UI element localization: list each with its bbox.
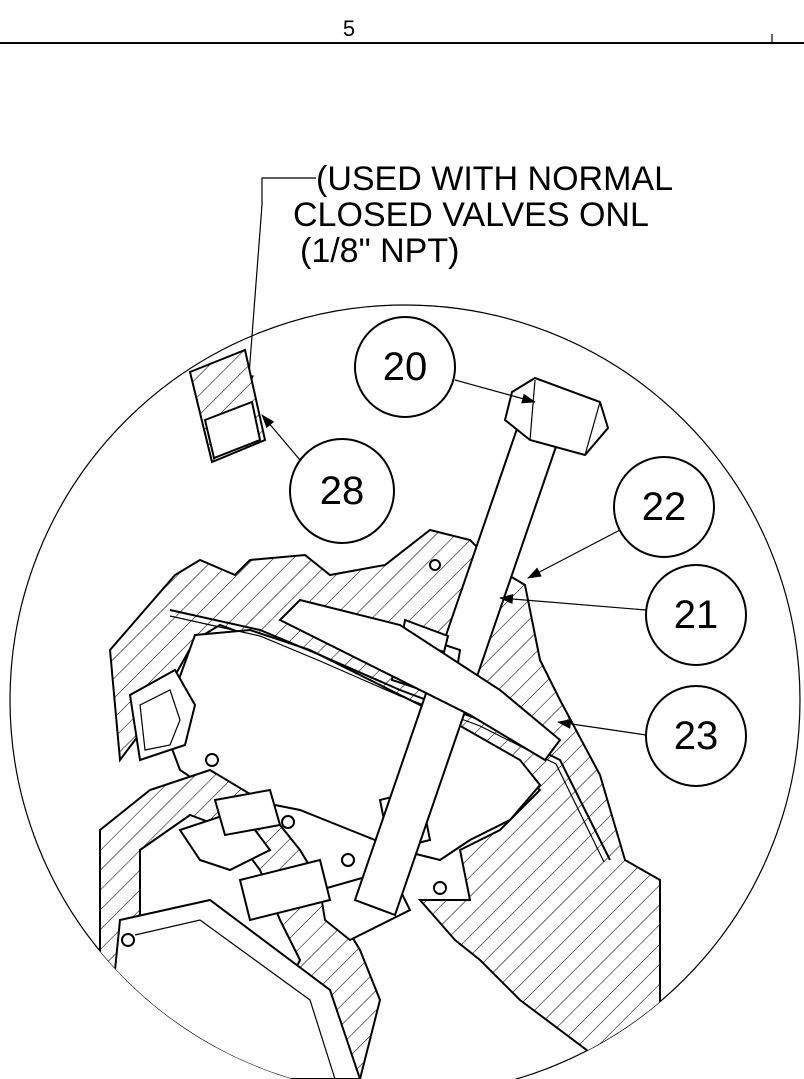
note-line-2: CLOSED VALVES ONL	[293, 196, 649, 234]
zone-number: 5	[343, 16, 355, 41]
pipe-plug-part-28	[188, 348, 267, 464]
callout-20: 20	[354, 316, 536, 418]
note-line-3: (1/8" NPT)	[300, 232, 459, 270]
callout-28-label: 28	[320, 469, 365, 513]
callout-23: 23	[557, 685, 747, 787]
plate-part-23	[278, 598, 562, 762]
detail-circle	[9, 304, 801, 1079]
callout-22-label: 22	[642, 485, 687, 529]
callout-23-label: 23	[674, 714, 719, 758]
note-text: (USED WITH NORMAL CLOSED VALVES ONL (1/8…	[293, 160, 673, 270]
valve-cross-section	[99, 528, 661, 1079]
note-line-1: (USED WITH NORMAL	[316, 160, 673, 198]
callout-20-label: 20	[383, 345, 428, 389]
note-leader-line	[244, 177, 316, 389]
callout-22: 22	[527, 456, 715, 579]
callout-21: 21	[499, 564, 747, 666]
callout-28: 28	[261, 414, 395, 544]
callout-21-label: 21	[674, 593, 719, 637]
sheet-border: 5	[0, 16, 804, 44]
